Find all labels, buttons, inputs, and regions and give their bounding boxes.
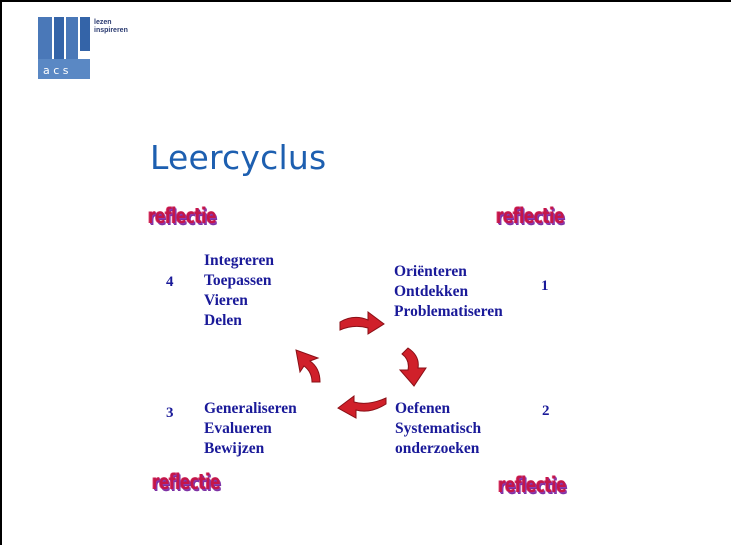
stage-1-number: 1 bbox=[541, 278, 549, 294]
stage-3-text: Generaliseren Evalueren Bewijzen bbox=[204, 399, 297, 459]
stage-3-line: Bewijzen bbox=[204, 440, 265, 457]
stage-1-line: Oriënteren bbox=[394, 263, 467, 280]
reflection-label-bottom-left: reflectie bbox=[152, 470, 221, 494]
stage-4-line: Vieren bbox=[204, 292, 248, 309]
stage-1-line: Ontdekken bbox=[394, 283, 469, 300]
stage-2-line: onderzoeken bbox=[395, 440, 480, 457]
stage-4-text: Integreren Toepassen Vieren Delen bbox=[204, 251, 274, 331]
stage-3-line: Generaliseren bbox=[204, 400, 297, 417]
slide-title: Leercyclus bbox=[150, 138, 327, 177]
arrow-to-stage-2-icon bbox=[398, 347, 427, 387]
stage-4-number: 4 bbox=[166, 274, 174, 290]
stage-3-number: 3 bbox=[166, 405, 174, 421]
logo-tagline: lezen inspireren bbox=[94, 19, 128, 35]
stage-4-line: Integreren bbox=[204, 252, 275, 269]
reflection-label-top-left: reflectie bbox=[148, 204, 217, 228]
stage-1-line: Problematiseren bbox=[394, 303, 503, 320]
logo-line-2: inspireren bbox=[94, 27, 128, 34]
stage-2-line: Oefenen bbox=[395, 400, 451, 417]
reflection-label-bottom-right: reflectie bbox=[498, 473, 567, 497]
stage-2-line: Systematisch bbox=[395, 420, 482, 437]
logo-line-1: lezen bbox=[94, 19, 112, 26]
stage-2-text: Oefenen Systematisch onderzoeken bbox=[395, 399, 481, 459]
stage-3-line: Evalueren bbox=[204, 420, 272, 437]
stage-1-text: Oriënteren Ontdekken Problematiseren bbox=[394, 262, 503, 322]
stage-4-line: Delen bbox=[204, 312, 242, 329]
reflection-label-top-right: reflectie bbox=[496, 204, 565, 228]
stage-2-number: 2 bbox=[542, 403, 550, 419]
arrow-to-stage-1-icon bbox=[339, 311, 385, 335]
arrow-to-stage-4-icon bbox=[295, 349, 321, 383]
stage-4-line: Toepassen bbox=[204, 272, 272, 289]
logo: a c s bbox=[38, 17, 90, 79]
arrow-to-stage-3-icon bbox=[337, 395, 387, 419]
logo-letters: a c s bbox=[43, 64, 69, 77]
